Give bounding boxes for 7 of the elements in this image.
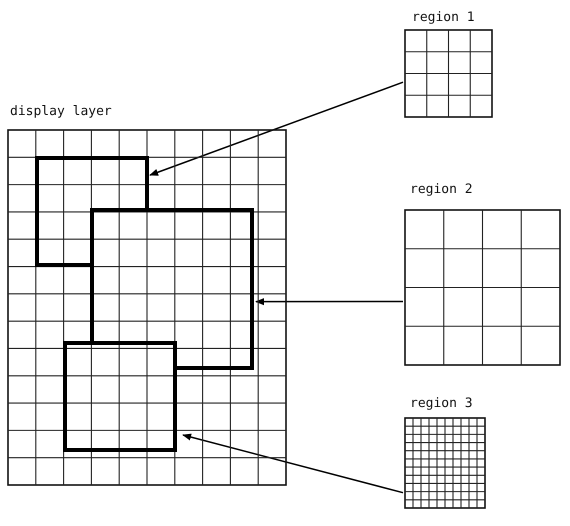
arrow xyxy=(182,434,404,494)
grid-title: display layer xyxy=(10,104,112,120)
grid-title: region 2 xyxy=(410,182,473,198)
grid-title: region 3 xyxy=(410,396,473,412)
arrow xyxy=(149,82,404,176)
arrow xyxy=(255,298,403,306)
grid-title: region 1 xyxy=(412,10,475,26)
